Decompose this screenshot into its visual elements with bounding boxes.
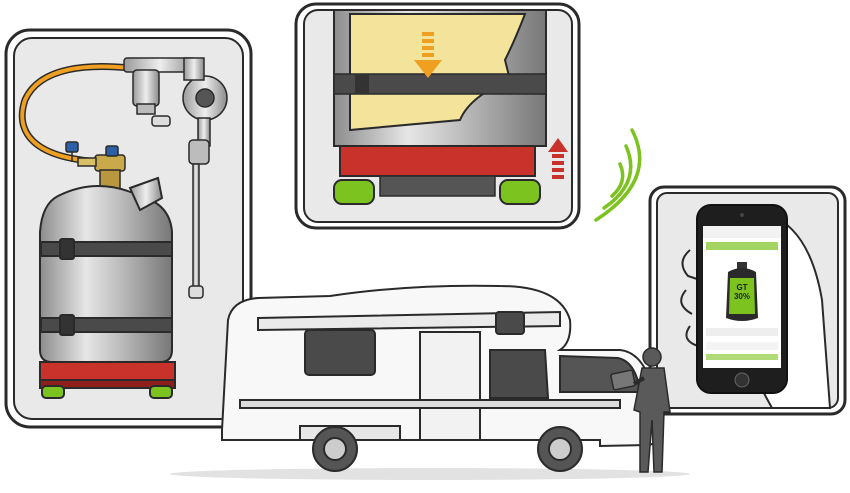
- motorhome: [221, 284, 662, 472]
- gas-level-readout: GT 30%: [722, 283, 762, 301]
- arrow-up-icon: [548, 138, 568, 179]
- arrow-down-icon: [414, 32, 442, 78]
- app-gas-bottle-icon: [726, 262, 758, 321]
- scale-base: [39, 361, 176, 381]
- gas-unit-label: GT: [736, 283, 748, 292]
- gas-percent-label: 30%: [733, 292, 750, 301]
- gas-bottle-icon: [39, 176, 176, 399]
- phone-panel: [648, 185, 847, 416]
- sensor-panel: [294, 2, 581, 230]
- installation-panel: [4, 28, 253, 429]
- cylinder-valve: [65, 141, 126, 193]
- regulator-assembly: [123, 57, 228, 299]
- person-with-tablet: [610, 347, 671, 473]
- ground-shadow: [170, 468, 690, 480]
- wireless-signal-icon: [594, 128, 642, 222]
